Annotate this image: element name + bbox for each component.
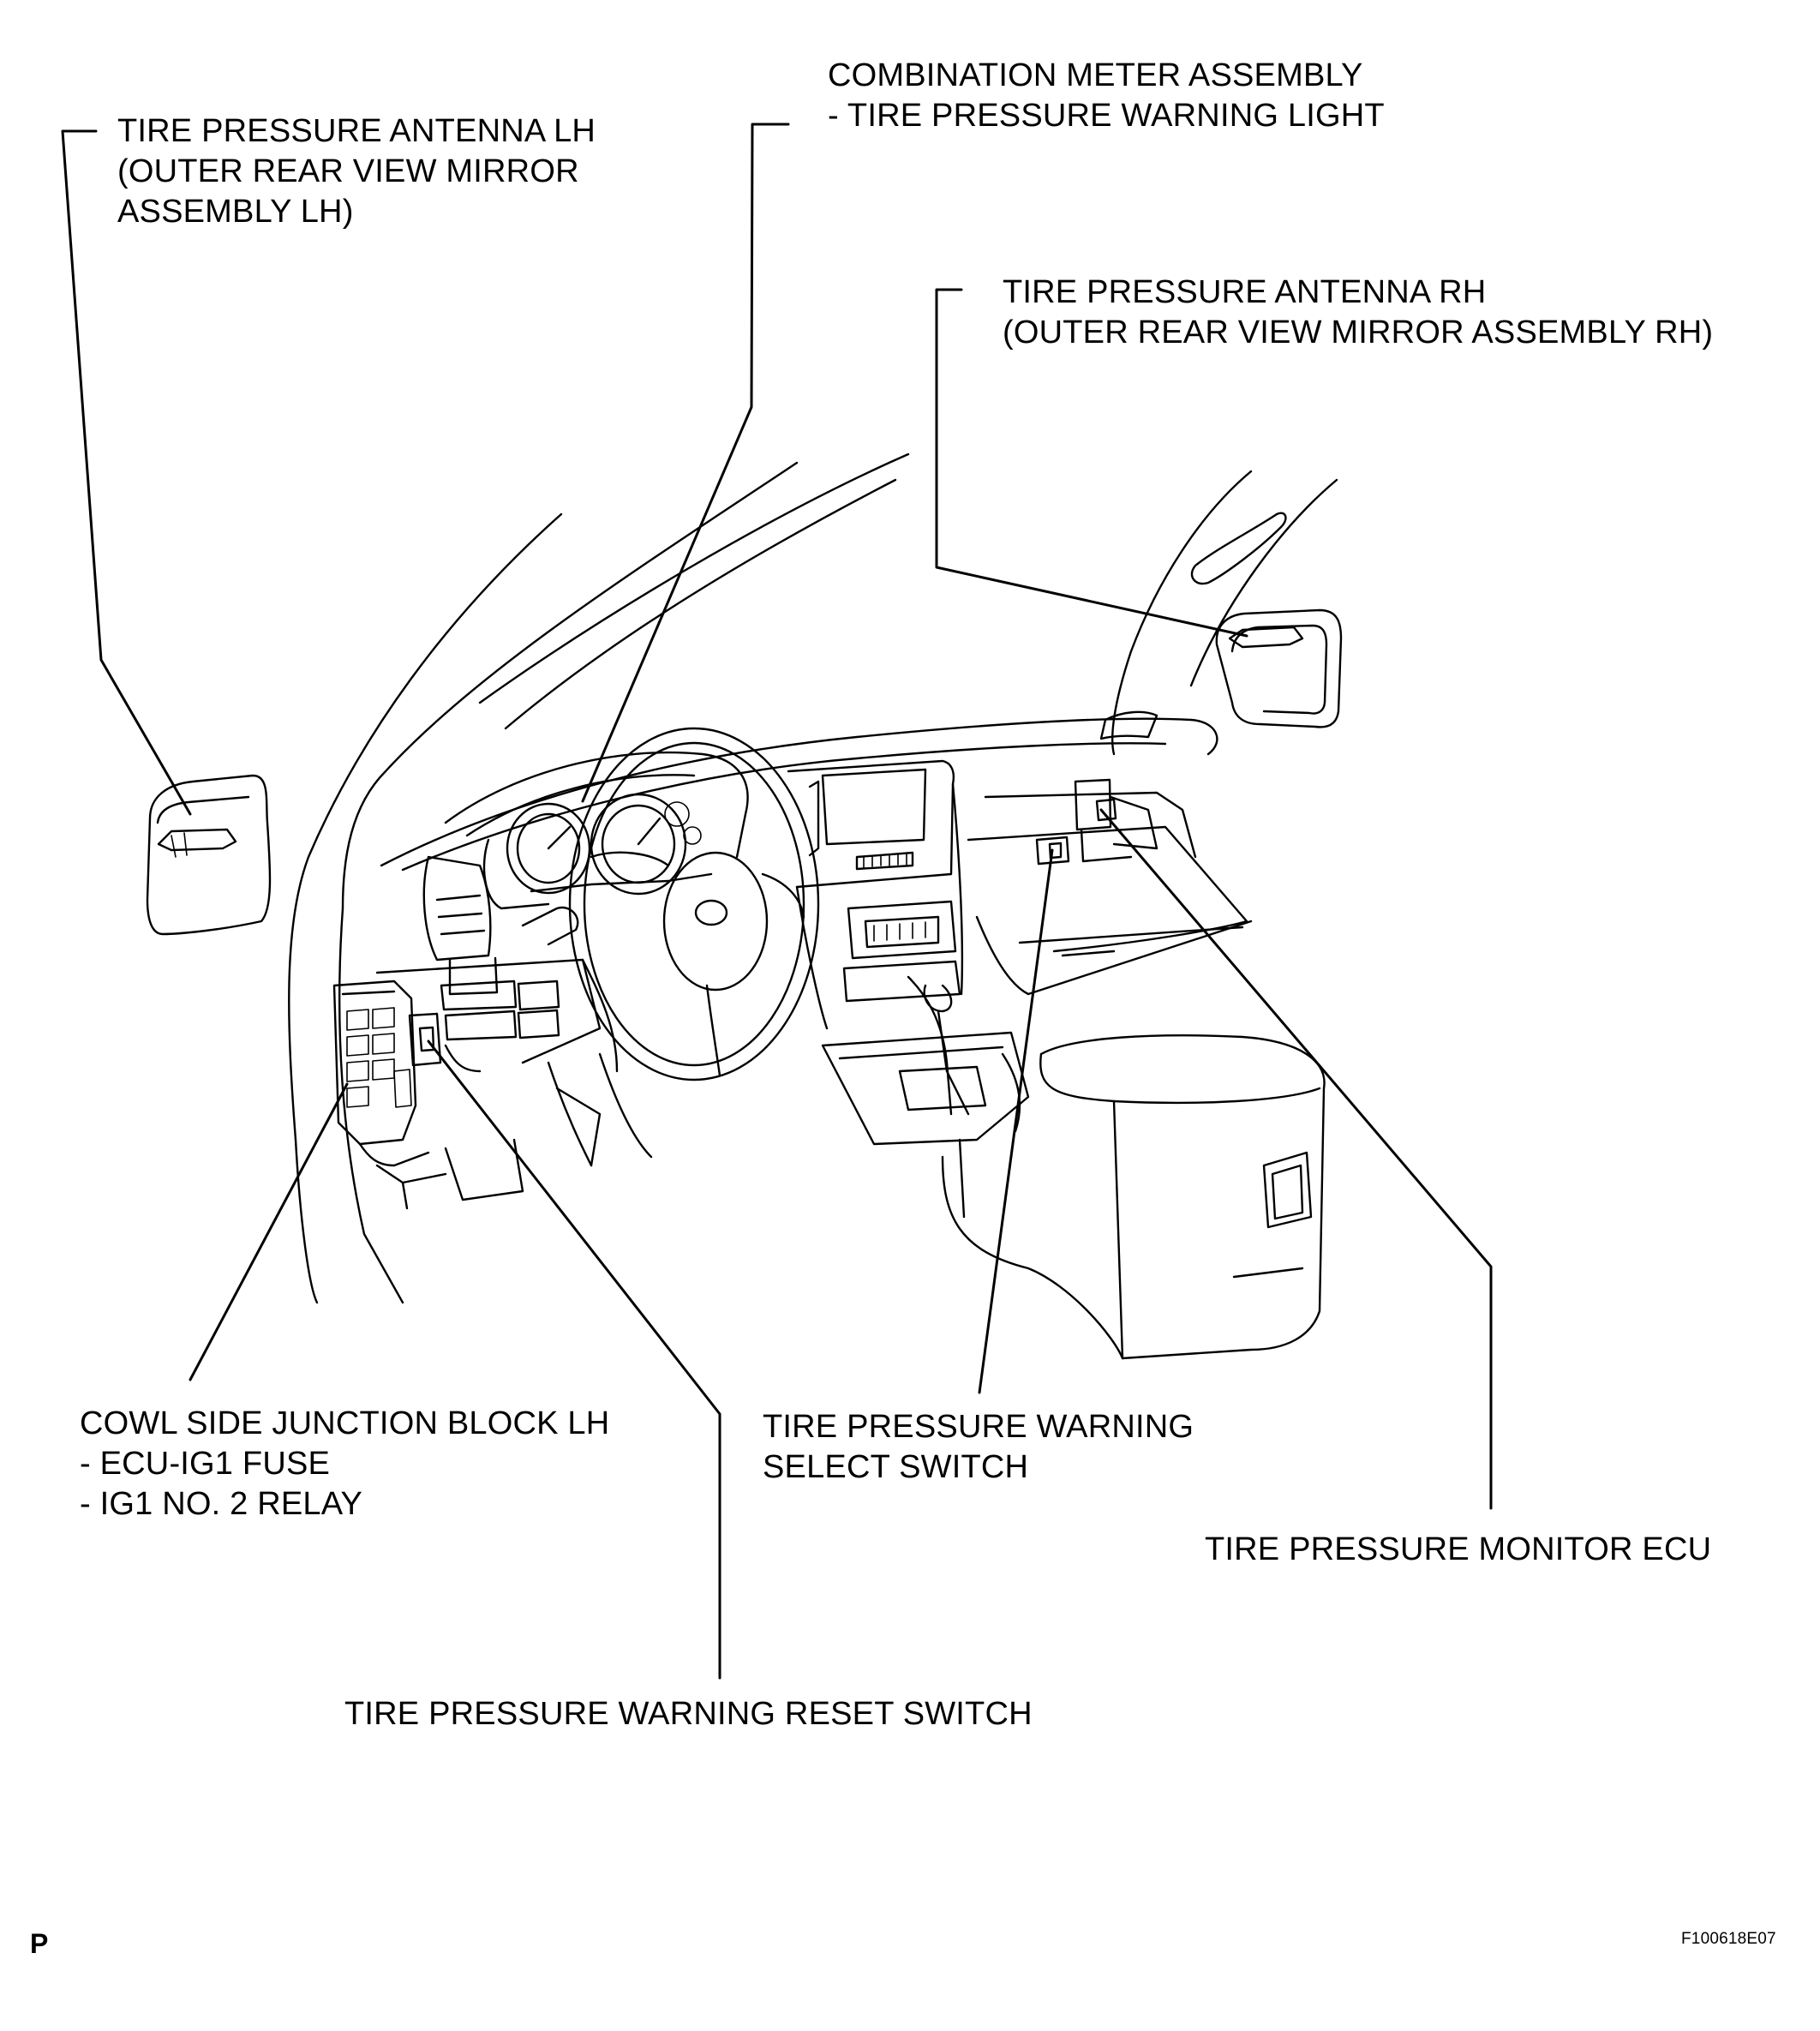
vehicle-interior-drawing [146,452,1343,1360]
label-tire-pressure-monitor-ecu: TIRE PRESSURE MONITOR ECU [1205,1531,1712,1567]
figure-id: F100618E07 [1681,1930,1776,1948]
label-tire-pressure-warning-reset-switch: TIRE PRESSURE WARNING RESET SWITCH [344,1696,1033,1732]
leader-combination-meter [581,123,790,803]
corner-mark: P [30,1928,49,1959]
leader-antenna-lh [61,129,192,816]
label-combination-meter-assembly: COMBINATION METER ASSEMBLY - TIRE PRESSU… [828,57,1385,134]
label-tire-pressure-warning-select-switch: TIRE PRESSURE WARNING SELECT SWITCH [763,1409,1194,1485]
label-cowl-side-junction-block-lh: COWL SIDE JUNCTION BLOCK LH - ECU-IG1 FU… [80,1405,610,1522]
leader-monitor-ecu [1099,808,1493,1510]
leader-cowl-junction [189,1082,349,1381]
leader-lines [61,123,1493,1680]
leader-reset-switch [427,1039,721,1680]
leader-antenna-rh [935,288,1248,638]
label-tire-pressure-antenna-lh: TIRE PRESSURE ANTENNA LH (OUTER REAR VIE… [117,113,596,230]
label-tire-pressure-antenna-rh: TIRE PRESSURE ANTENNA RH (OUTER REAR VIE… [1003,274,1714,350]
leader-select-switch [978,848,1054,1394]
